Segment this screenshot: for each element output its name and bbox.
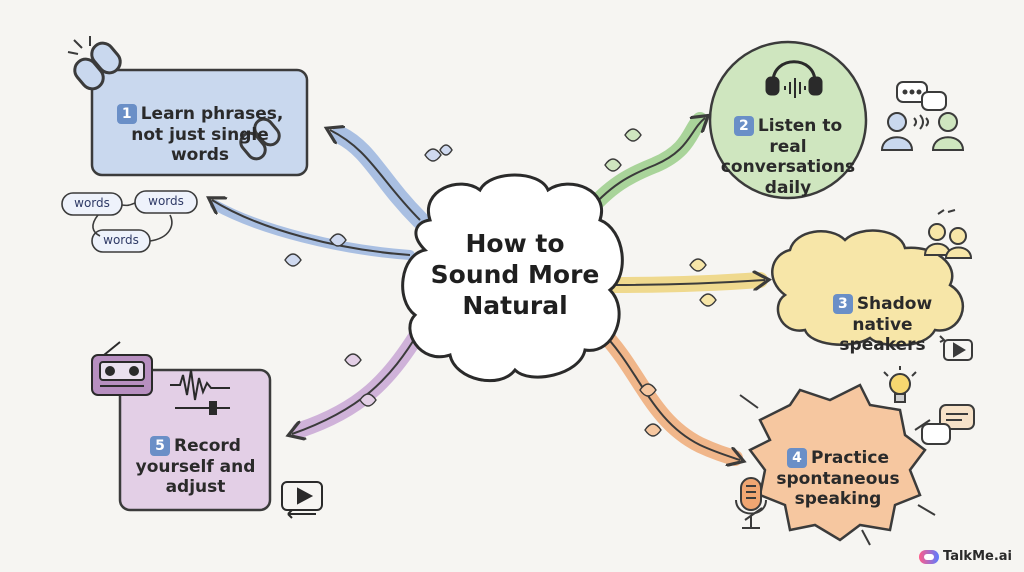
lightbulb-icon [883,366,917,403]
people-talking-icon [880,112,965,151]
words-tags [61,190,198,253]
chain-link-icon [239,117,281,161]
chat-bubbles-icon [921,404,975,445]
node-5-label: Record yourself and adjust [135,436,256,498]
center-node [401,173,624,383]
leaf-decorations [284,128,717,437]
word-tag-3: words [103,233,139,247]
branch-to-words [210,200,415,260]
word-tag-1: words [74,196,110,210]
waveform-icon [170,369,230,415]
node-3-badge: 3 [832,294,853,315]
branch-to-node-4 [592,322,743,466]
node-2-label: Listen to real conversations daily [720,116,856,198]
node-2-badge: 2 [733,116,754,137]
center-title: How to Sound More Natural [430,229,600,320]
brand-name: TalkMe.ai [943,549,1012,564]
headphones-icon [765,60,823,98]
node-1-label: Learn phrases, not just single words [131,104,284,166]
brand-logo: TalkMe.ai [919,549,1012,564]
branch-to-node-2 [577,112,708,223]
node-4-badge: 4 [787,448,808,469]
node-5-card [118,368,272,512]
chain-link-icon [67,36,122,91]
cassette-recorder-icon [91,341,153,396]
branch-to-node-5 [292,322,428,438]
node-3-card [771,229,964,347]
word-tag-2: words [148,194,184,208]
node-1-badge: 1 [116,104,137,125]
node-3-label: Shadow native speakers [839,294,933,356]
node-4-label: Practice spontaneous speaking [776,448,900,510]
node-2-card [708,40,868,200]
talkme-logo-icon [919,549,939,564]
node-4-card [739,383,936,546]
microphone-icon [735,477,767,529]
replay-icon [939,335,973,361]
play-icon [281,481,323,519]
chat-bubbles-icon [896,81,947,111]
node-5-badge: 5 [150,436,171,457]
people-icon [923,209,973,259]
